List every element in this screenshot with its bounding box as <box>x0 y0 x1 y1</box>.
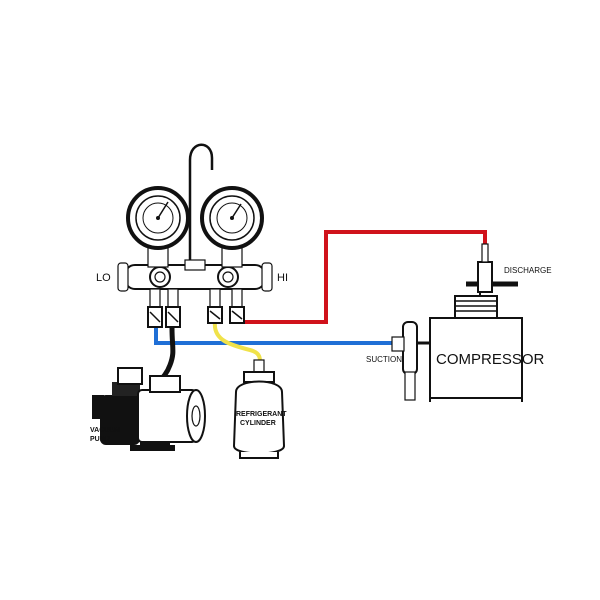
hi-label: HI <box>277 272 288 284</box>
cylinder-label-2: CYLINDER <box>240 420 276 427</box>
discharge-label: DISCHARGE <box>504 266 552 275</box>
high-pressure-gauge-icon <box>200 186 264 268</box>
refrigerant-cylinder-icon <box>232 359 286 459</box>
vacuum-pump-icon <box>92 367 206 451</box>
low-side-hose <box>154 328 398 345</box>
compressor-icon <box>391 243 523 402</box>
manifold-hook-icon <box>188 143 214 265</box>
suction-label: SUCTION <box>366 355 402 364</box>
vacuum-pump-label-1: VACUUM <box>90 427 120 434</box>
high-side-hose <box>238 230 487 324</box>
vacuum-pump-label-2: PUMP <box>90 436 111 443</box>
cylinder-label-1: REFRIGERANT <box>236 411 287 418</box>
compressor-label: COMPRESSOR <box>436 351 545 368</box>
lo-label: LO <box>96 272 111 284</box>
low-pressure-gauge-icon <box>126 186 190 268</box>
manifold-body <box>117 259 273 328</box>
